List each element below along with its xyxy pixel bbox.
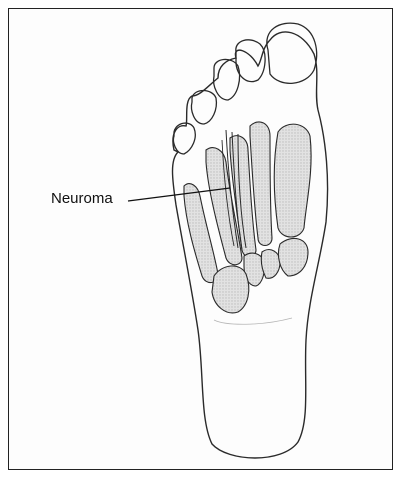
neuroma-label: Neuroma <box>51 190 113 208</box>
tarsal-cuneiform-2 <box>261 250 280 279</box>
tarsal-cuboid <box>212 266 249 313</box>
fifth-toe <box>173 123 195 154</box>
sole-line <box>214 318 292 324</box>
tarsal-medial-cuneiform <box>278 238 308 276</box>
metatarsal-1 <box>274 124 311 237</box>
